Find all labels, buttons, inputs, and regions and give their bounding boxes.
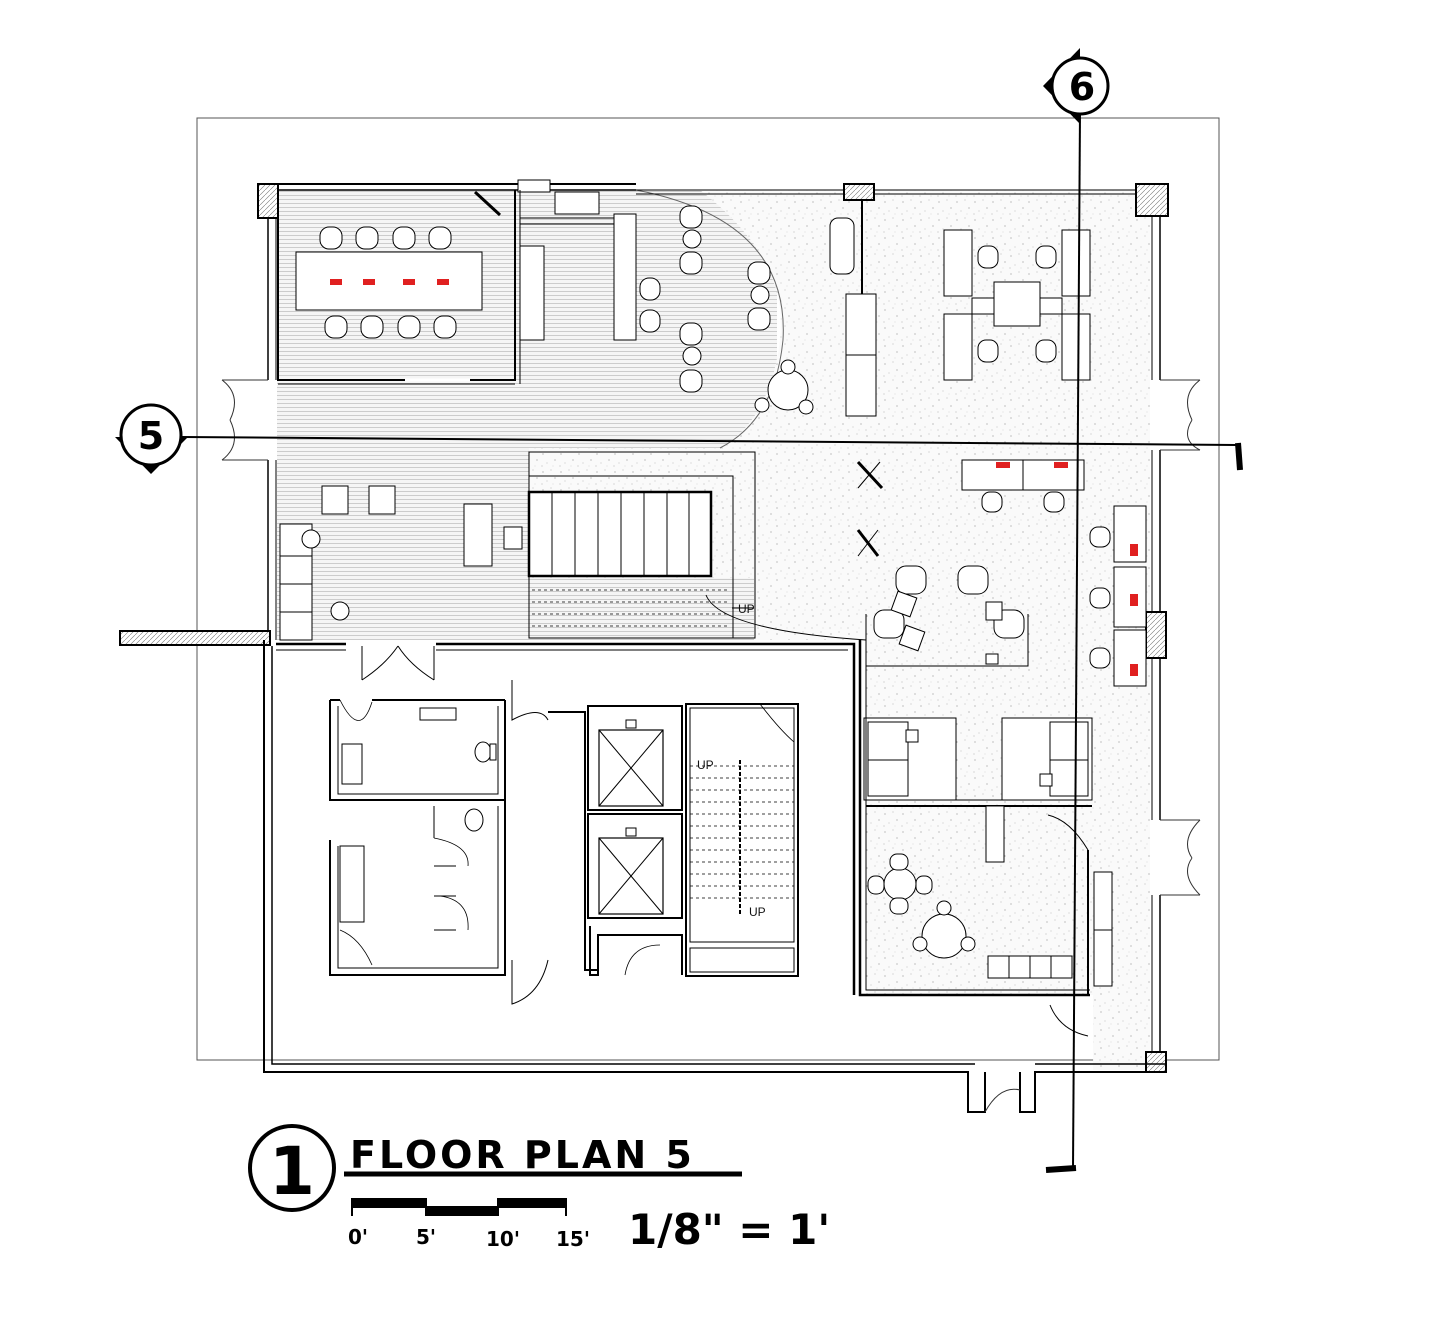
drawing-number-circle (248, 1124, 336, 1212)
core-walls (276, 642, 856, 995)
curved-floor-edge (635, 189, 784, 449)
cafe-area (519, 191, 814, 415)
stair-label-up-3: UP (749, 905, 766, 919)
restrooms (329, 699, 506, 976)
break-room (858, 640, 1113, 1037)
title-block: 1 FLOOR PLAN 5 0' 5' 10' 15' 1/8" = 1' (248, 1124, 830, 1254)
conference-table (295, 251, 483, 311)
stair-label-up-2: UP (697, 758, 714, 772)
drawing-title: FLOOR PLAN 5 (350, 1133, 695, 1177)
scale-bar (351, 1198, 567, 1216)
phone-booths (863, 717, 1093, 801)
scale-label-5: 5' (416, 1225, 436, 1249)
section-marker-5: 5 (115, 403, 188, 474)
stair-label-up-1: UP (738, 602, 755, 616)
exterior-doors (221, 379, 1201, 1113)
open-office (856, 459, 1147, 687)
scale-label-15: 15' (556, 1227, 590, 1251)
site-boundary (196, 117, 1220, 1061)
workstations-north (829, 200, 1091, 417)
scale-ratio: 1/8" = 1' (628, 1205, 830, 1254)
section-marker-5-label: 5 (138, 414, 164, 458)
main-stair (527, 451, 867, 641)
section-cut-lines (181, 111, 1243, 1173)
wood-floor-corridor (529, 578, 754, 640)
scale-label-0: 0' (348, 1225, 368, 1249)
section-marker-6-label: 6 (1069, 65, 1095, 109)
scale-label-10: 10' (486, 1227, 520, 1251)
drawing-number: 1 (269, 1133, 315, 1210)
conference-room (277, 190, 521, 385)
exterior-walls (119, 179, 1169, 1113)
core-doors (361, 645, 549, 1005)
lounge-area (279, 485, 523, 641)
section-marker-6: 6 (1043, 48, 1110, 124)
conference-chairs (319, 226, 457, 339)
conference-power-outlets (330, 279, 449, 285)
elevators (548, 705, 683, 976)
egress-stair (685, 703, 799, 977)
